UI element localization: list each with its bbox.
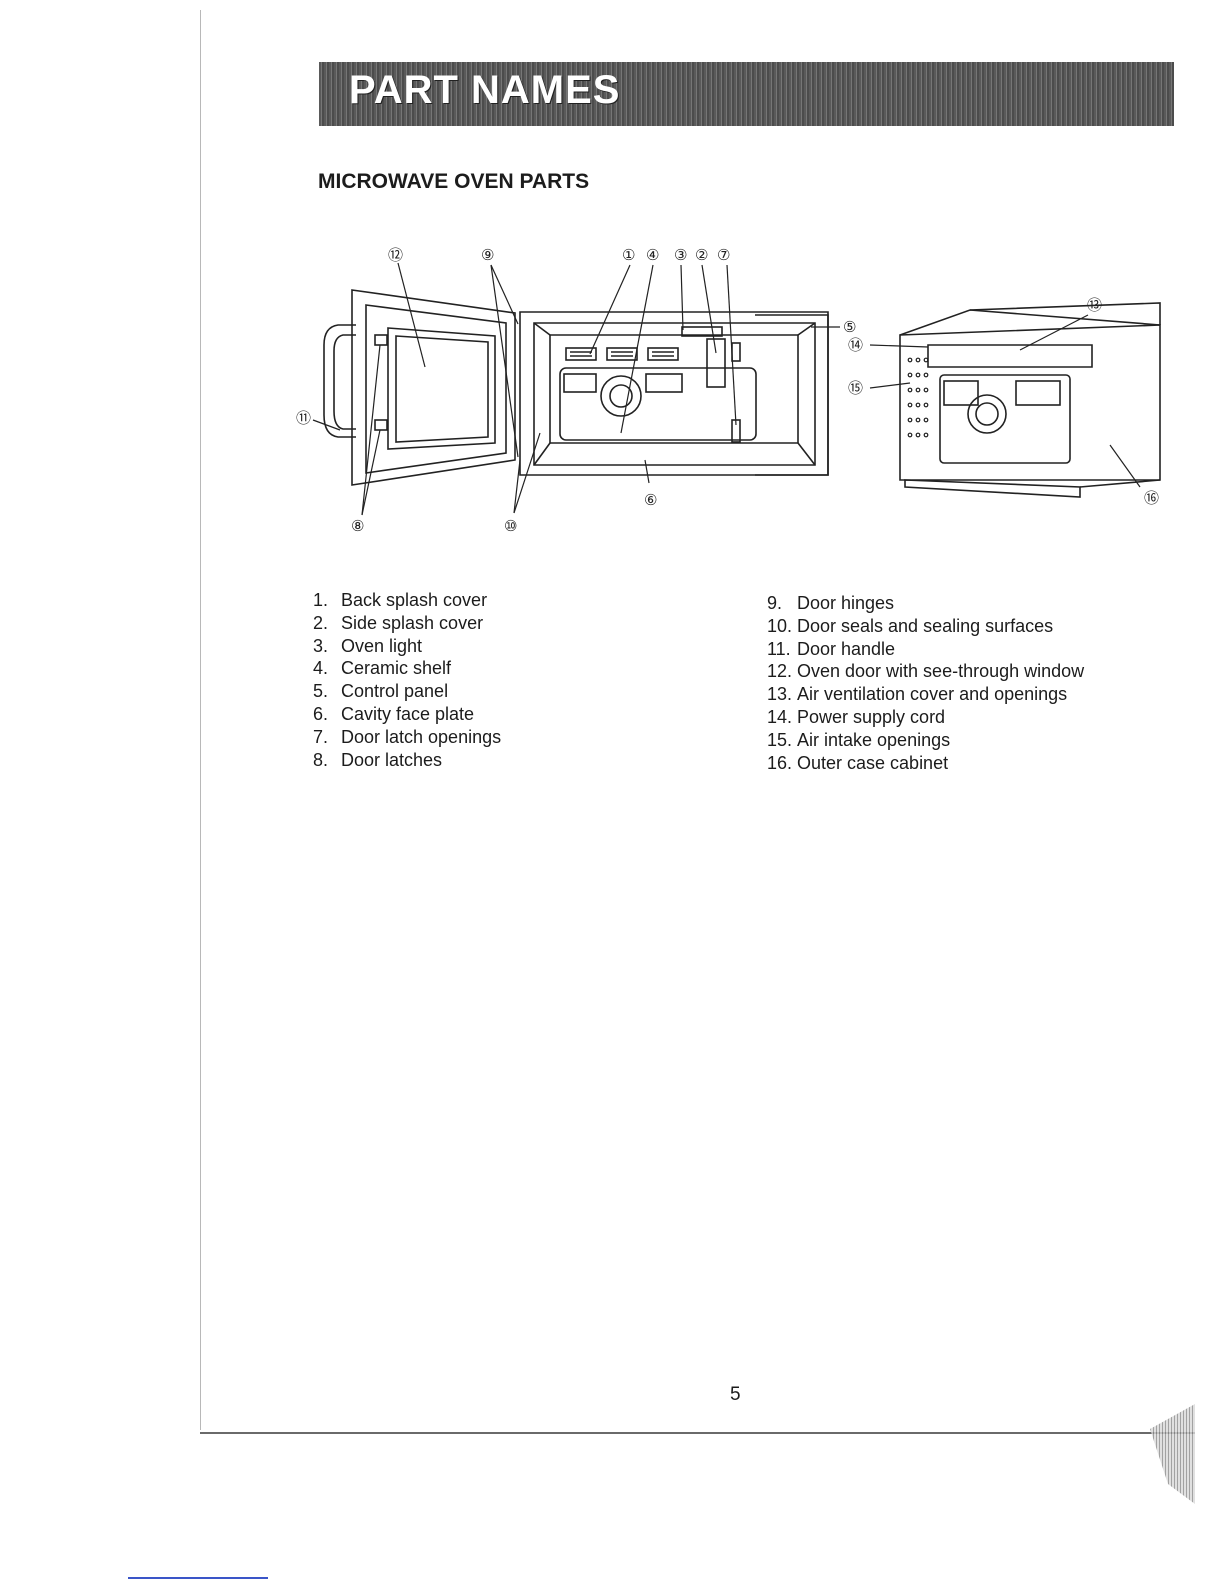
callout-3: ③ [674, 246, 687, 264]
callout-1: ① [622, 246, 635, 264]
list-item: 6.Cavity face plate [313, 703, 475, 724]
callout-9: ⑨ [481, 246, 494, 264]
open-oven-illustration [323, 289, 829, 486]
page-title: PART NAMES [349, 68, 621, 112]
leader-lines [312, 262, 1141, 516]
list-item: 4.Ceramic shelf [313, 658, 452, 679]
callout-4: ④ [646, 246, 659, 264]
list-item: 16.Outer case cabinet [767, 752, 949, 773]
bottom-rule [200, 1432, 1195, 1434]
bottom-edge-mark [128, 1577, 268, 1579]
section-heading: MICROWAVE OVEN PARTS [318, 170, 590, 193]
callout-15: ⑮ [848, 379, 863, 397]
list-item: 14.Power supply cord [767, 706, 946, 727]
callout-13: ⑬ [1087, 296, 1102, 314]
page-number: 5 [730, 1384, 741, 1405]
parts-list-left: 1.Back splash cover 2.Side splash cover … [313, 589, 501, 771]
callout-8: ⑧ [351, 517, 364, 535]
list-item: 11.Door handle [767, 638, 896, 659]
list-item: 7.Door latch openings [313, 726, 502, 747]
scan-corner-shadow [1150, 1404, 1195, 1504]
list-item: 15.Air intake openings [767, 729, 951, 750]
callout-5: ⑤ [843, 318, 856, 336]
list-item: 12.Oven door with see-through window [767, 661, 1085, 682]
callout-7: ⑦ [717, 246, 730, 264]
callout-6: ⑥ [644, 491, 657, 509]
left-margin-line [200, 10, 201, 1430]
closed-oven-illustration [899, 302, 1161, 498]
list-item: 1.Back splash cover [313, 590, 488, 610]
callout-16: ⑯ [1144, 489, 1159, 507]
callout-2: ② [695, 246, 708, 264]
callout-12: ⑫ [388, 246, 403, 264]
microwave-parts-diagram: ⑫ ⑨ ① ④ ③ ② ⑦ ⑤ ⑪ ⑥ ⑧ ⑩ ⑬ ⑭ ⑮ ⑯ [296, 246, 1161, 535]
callout-14: ⑭ [848, 336, 863, 354]
list-item: 2.Side splash cover [313, 612, 484, 633]
callout-11: ⑪ [296, 409, 311, 427]
list-item: 5.Control panel [313, 681, 449, 702]
title-banner: PART NAMES [319, 62, 1174, 126]
list-item: 10.Door seals and sealing surfaces [767, 615, 1054, 636]
list-item: 9.Door hinges [767, 593, 895, 613]
list-item: 8.Door latches [313, 749, 443, 770]
list-item: 13.Air ventilation cover and openings [767, 684, 1068, 705]
list-item: 3.Oven light [313, 635, 423, 656]
callout-10: ⑩ [504, 517, 517, 535]
parts-list-right: 9.Door hinges 10.Door seals and sealing … [767, 592, 1084, 774]
